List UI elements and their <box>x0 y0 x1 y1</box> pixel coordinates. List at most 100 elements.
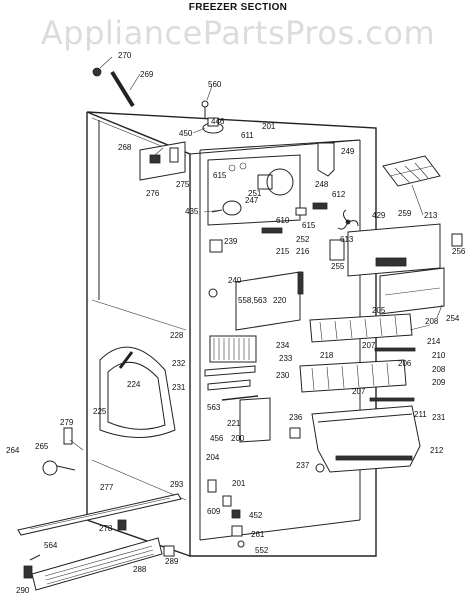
label-218: 218 <box>320 351 334 360</box>
label-293: 293 <box>170 480 184 489</box>
part-237 <box>315 463 325 473</box>
label-201a: 201 <box>262 122 276 131</box>
label-611: 611 <box>241 131 254 140</box>
label-450: 450 <box>179 129 193 138</box>
label-221: 221 <box>227 419 241 428</box>
clip-615 <box>295 207 307 216</box>
label-255: 255 <box>331 262 345 271</box>
label-560: 560 <box>208 80 222 89</box>
label-216: 216 <box>296 247 310 256</box>
freezer-pan <box>311 405 421 473</box>
roller-264 <box>42 460 76 476</box>
part-240 <box>208 288 218 298</box>
label-204: 204 <box>206 453 220 462</box>
label-214: 214 <box>427 337 441 346</box>
label-230: 230 <box>276 371 290 380</box>
label-210: 210 <box>432 351 446 360</box>
top-hinge-assembly <box>92 67 224 134</box>
section-title: FREEZER SECTION <box>188 2 288 13</box>
part-labels: 270 269 560 446 450 611 201 249 268 615 … <box>6 51 466 595</box>
label-268: 268 <box>118 143 132 152</box>
clip-289 <box>163 545 175 557</box>
label-207a: 207 <box>362 341 376 350</box>
heater-221 <box>221 395 259 401</box>
bottom-hinge-assembly <box>207 479 245 548</box>
screw-564 <box>29 554 41 561</box>
label-231a: 231 <box>172 383 186 392</box>
bracket-279 <box>63 427 73 445</box>
label-609: 609 <box>207 507 221 516</box>
label-247: 247 <box>245 196 259 205</box>
leader-lines <box>69 56 443 451</box>
label-206: 206 <box>398 359 412 368</box>
label-564: 564 <box>44 541 58 550</box>
base-rail <box>17 493 182 536</box>
label-205: 205 <box>372 306 386 315</box>
label-208b: 208 <box>432 365 446 374</box>
label-207b: 207 <box>352 387 366 396</box>
label-278: 278 <box>99 524 113 533</box>
label-237: 237 <box>296 461 310 470</box>
label-276: 276 <box>146 189 160 198</box>
label-209: 209 <box>432 378 446 387</box>
label-456: 456 <box>210 434 224 443</box>
strip-216 <box>297 271 304 295</box>
label-429: 429 <box>372 211 386 220</box>
label-261: 261 <box>251 530 265 539</box>
label-224: 224 <box>127 380 141 389</box>
label-563: 563 <box>207 403 221 412</box>
label-270: 270 <box>118 51 132 60</box>
label-249: 249 <box>341 147 355 156</box>
label-446: 446 <box>211 117 225 126</box>
ice-tray <box>382 155 441 187</box>
label-201b: 201 <box>232 479 246 488</box>
label-211: 211 <box>414 410 427 419</box>
label-269: 269 <box>140 70 154 79</box>
label-610: 610 <box>276 216 290 225</box>
grille <box>31 537 163 591</box>
fan-blade <box>337 209 359 230</box>
clip-612 <box>312 202 328 210</box>
label-259: 259 <box>398 209 412 218</box>
label-228: 228 <box>170 331 184 340</box>
label-254: 254 <box>446 314 460 323</box>
label-613: 613 <box>340 235 354 244</box>
part-239 <box>209 239 223 253</box>
trough-232 <box>204 365 256 377</box>
label-251: 251 <box>248 189 262 198</box>
label-220: 220 <box>273 296 287 305</box>
label-200: 200 <box>231 434 245 443</box>
label-277: 277 <box>100 483 114 492</box>
label-290: 290 <box>16 586 30 595</box>
watermark: AppliancePartsPros.com <box>40 14 436 52</box>
label-232: 232 <box>172 359 186 368</box>
label-275: 275 <box>176 180 190 189</box>
label-215: 215 <box>276 247 290 256</box>
duct-plate <box>235 271 301 331</box>
label-233: 233 <box>279 354 293 363</box>
label-265: 265 <box>35 442 49 451</box>
ice-bucket <box>347 223 445 315</box>
label-248: 248 <box>315 180 329 189</box>
control-bracket <box>139 141 186 181</box>
label-289: 289 <box>165 557 179 566</box>
label-264: 264 <box>6 446 20 455</box>
label-279: 279 <box>60 418 74 427</box>
cover-255 <box>329 239 345 261</box>
label-552: 552 <box>255 546 269 555</box>
label-435: 435 <box>185 207 199 216</box>
duct-200 <box>239 397 271 443</box>
label-252: 252 <box>296 235 310 244</box>
shelf-upper <box>309 313 416 352</box>
label-558-563: 558,563 <box>238 296 267 305</box>
label-239: 239 <box>224 237 238 246</box>
clip-256 <box>451 233 463 247</box>
part-236 <box>289 427 301 439</box>
label-288: 288 <box>133 565 147 574</box>
label-225: 225 <box>93 407 107 416</box>
label-234: 234 <box>276 341 290 350</box>
bracket-249 <box>317 142 335 177</box>
label-452: 452 <box>249 511 263 520</box>
shelf-lower <box>299 359 415 402</box>
label-256: 256 <box>452 247 466 256</box>
